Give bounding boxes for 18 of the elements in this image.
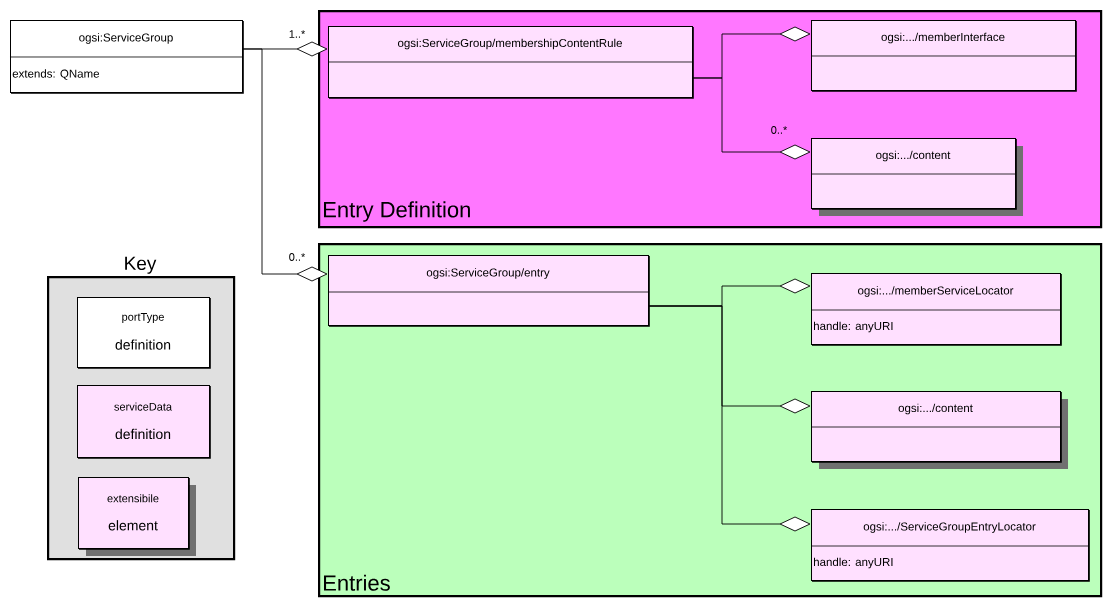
aggregation-line — [692, 77, 811, 160]
class-box: ogsi:.../memberServiceLocator handle: anyURI — [810, 273, 1062, 346]
multiplicity-label: 0..* — [287, 252, 307, 262]
class-box: ogsi:.../content — [810, 138, 1023, 216]
class-box: ogsi:ServiceGroup/entry — [327, 255, 650, 327]
class-box: ogsi:.../ServiceGroupEntryLocator handle: anyURI — [810, 509, 1090, 582]
multiplicity-label: 1..* — [287, 29, 307, 39]
class-box: ogsi:.../content — [810, 391, 1068, 469]
aggregation-line — [242, 48, 328, 282]
class-box: ogsi:ServiceGroup extends: QName — [9, 20, 244, 94]
key-box: portType definition — [77, 297, 211, 369]
key-box: serviceData definition — [77, 385, 211, 459]
key-box: extensibile element — [78, 477, 196, 556]
class-box: ogsi:ServiceGroup/membershipContentRule — [327, 26, 694, 99]
aggregation-line — [648, 305, 811, 532]
node-label: Key — [125, 256, 157, 274]
multiplicity-label: 0..* — [769, 125, 789, 135]
class-box: ogsi:.../memberInterface — [810, 20, 1077, 92]
